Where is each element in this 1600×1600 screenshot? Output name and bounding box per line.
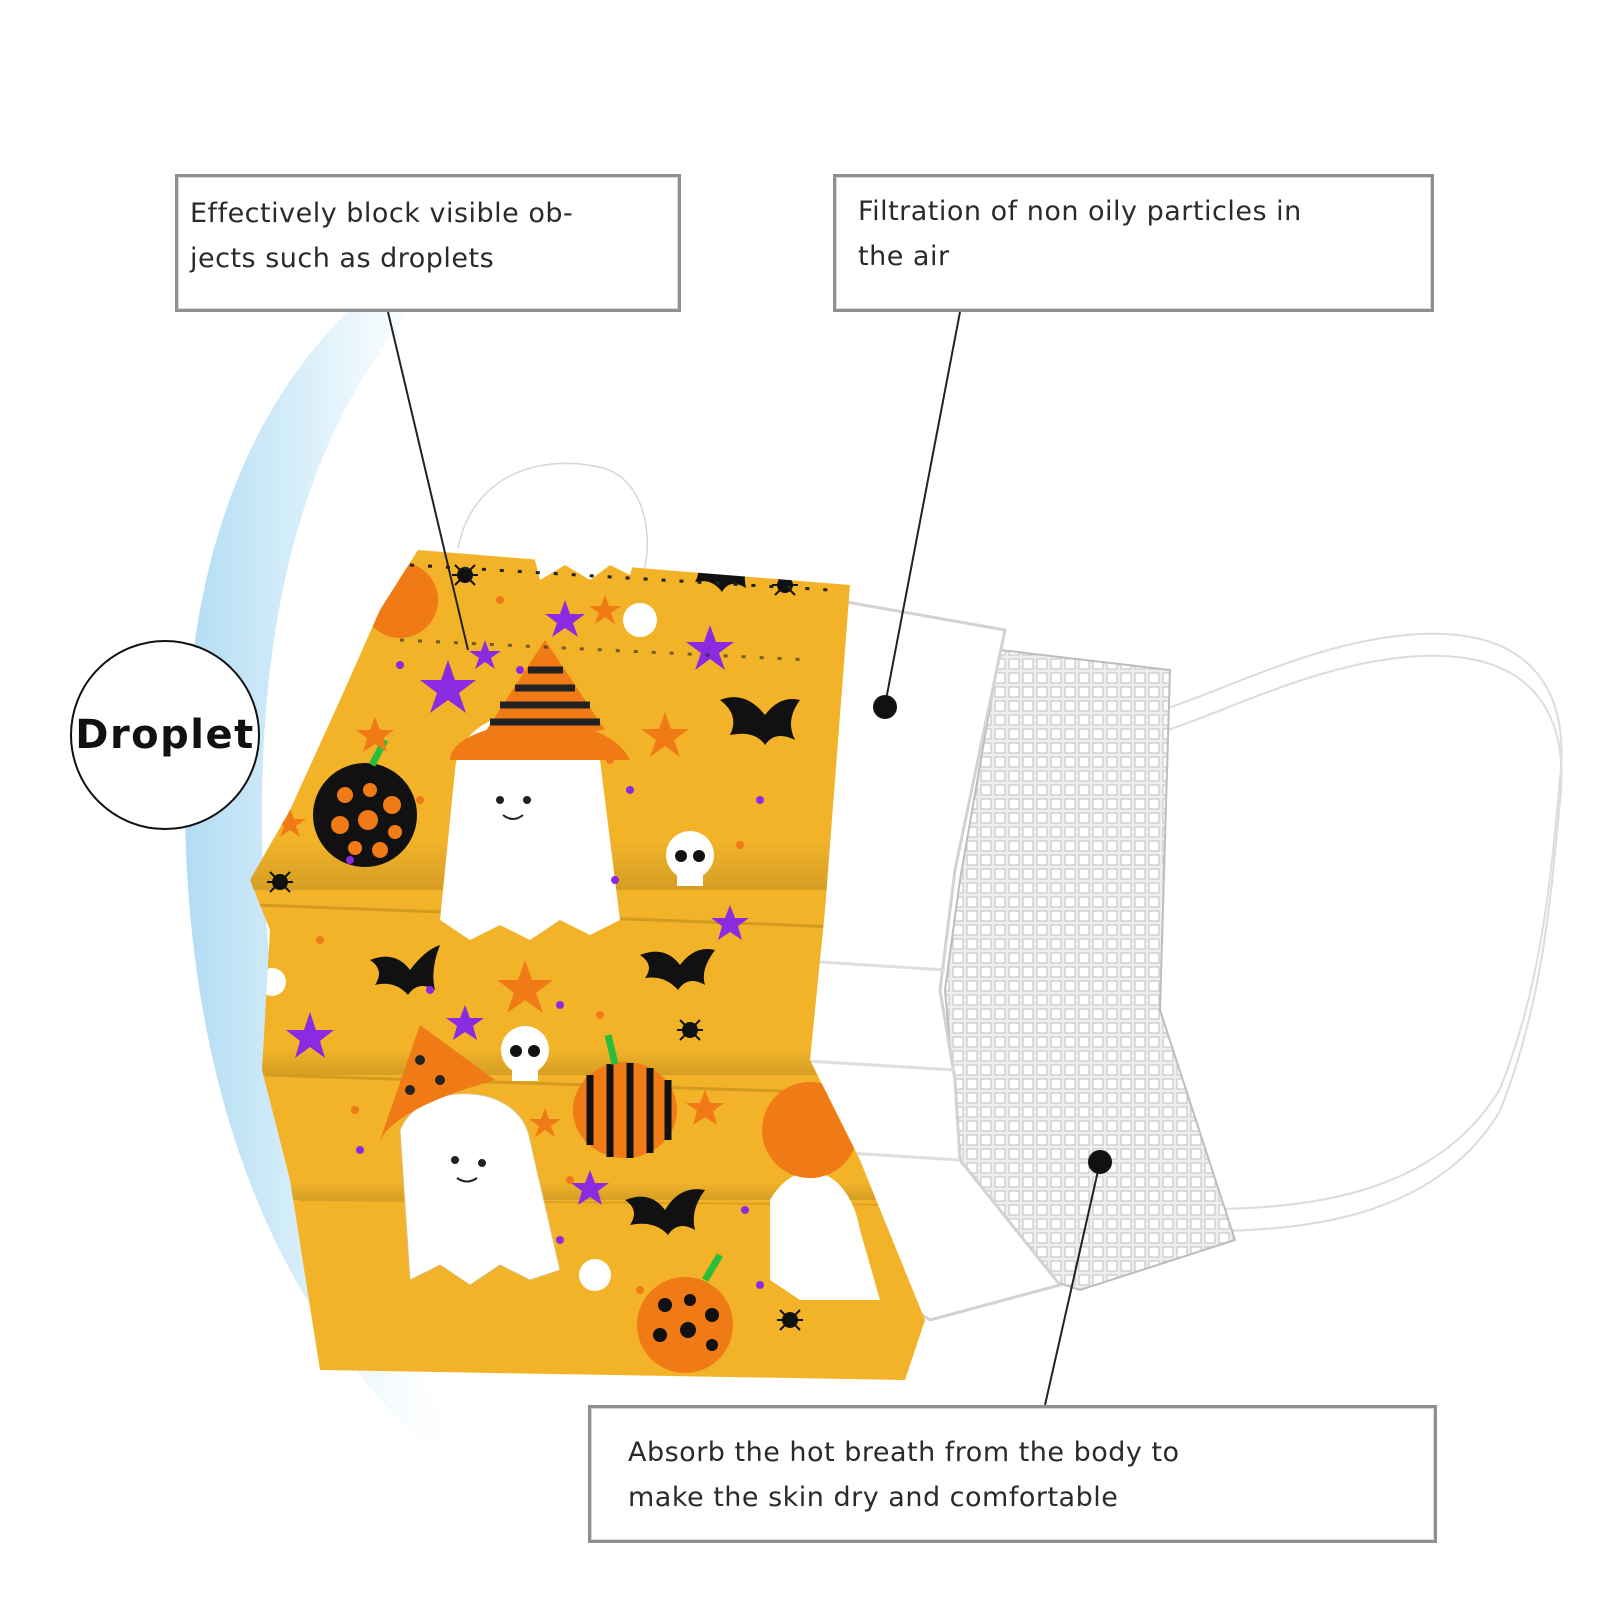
inner-mesh-layer bbox=[943, 648, 1237, 1292]
spider-icon bbox=[777, 1309, 803, 1331]
star-icon bbox=[529, 1108, 561, 1137]
ghost-icon bbox=[380, 1025, 561, 1286]
pumpkin-icon bbox=[313, 738, 417, 867]
star-icon bbox=[545, 600, 585, 637]
star-icon bbox=[497, 960, 553, 1013]
skull-icon bbox=[666, 831, 714, 886]
leader-line bbox=[884, 311, 961, 706]
droplet-label: Droplet bbox=[75, 712, 255, 758]
pumpkin-icon bbox=[362, 562, 438, 638]
star-icon bbox=[469, 640, 501, 669]
star-icon bbox=[571, 1170, 609, 1205]
bat-icon bbox=[625, 1189, 705, 1235]
droplet-badge: Droplet bbox=[70, 640, 260, 830]
leader-dot bbox=[873, 695, 897, 719]
droplet-shield bbox=[184, 300, 470, 1440]
star-icon bbox=[286, 1012, 334, 1058]
star-icon bbox=[356, 717, 394, 752]
callout-text-line: Absorb the hot breath from the body to bbox=[628, 1437, 1180, 1468]
star-icon bbox=[641, 712, 689, 757]
pumpkin-icon bbox=[637, 1253, 733, 1373]
skull-icon bbox=[623, 603, 657, 637]
callout-outer-layer: Effectively block visible ob- jects such… bbox=[175, 174, 681, 312]
callout-text-line: the air bbox=[858, 241, 950, 272]
pumpkin-icon bbox=[573, 1034, 677, 1158]
skull-icon bbox=[501, 1026, 549, 1081]
leader-line bbox=[1044, 1161, 1101, 1406]
bat-icon bbox=[370, 945, 440, 995]
star-icon bbox=[420, 660, 476, 713]
callout-text-line: Effectively block visible ob- bbox=[190, 198, 574, 229]
ghost-icon bbox=[440, 640, 630, 940]
star-icon bbox=[686, 625, 734, 670]
callout-text-line: jects such as droplets bbox=[190, 243, 495, 274]
star-icon bbox=[711, 905, 749, 940]
star-icon bbox=[446, 1005, 484, 1040]
star-icon bbox=[589, 595, 621, 624]
callout-text-line: Filtration of non oily particles in bbox=[858, 196, 1302, 227]
ghost-icon bbox=[770, 1171, 880, 1300]
left-ear-loop bbox=[450, 455, 649, 572]
spider-icon bbox=[267, 871, 293, 893]
right-ear-loop bbox=[1146, 633, 1573, 1231]
skull-icon bbox=[579, 1259, 611, 1291]
callout-inner-layer: Absorb the hot breath from the body to m… bbox=[588, 1405, 1437, 1543]
star-icon bbox=[274, 808, 306, 837]
callout-text-line: make the skin dry and comfortable bbox=[628, 1482, 1119, 1513]
spider-icon bbox=[677, 1019, 703, 1041]
bat-icon bbox=[640, 949, 715, 990]
leader-dot bbox=[1088, 1150, 1112, 1174]
star-icon bbox=[686, 1090, 724, 1125]
callout-middle-layer: Filtration of non oily particles in the … bbox=[833, 174, 1434, 312]
leader-line bbox=[387, 311, 469, 651]
bat-icon bbox=[720, 697, 800, 745]
